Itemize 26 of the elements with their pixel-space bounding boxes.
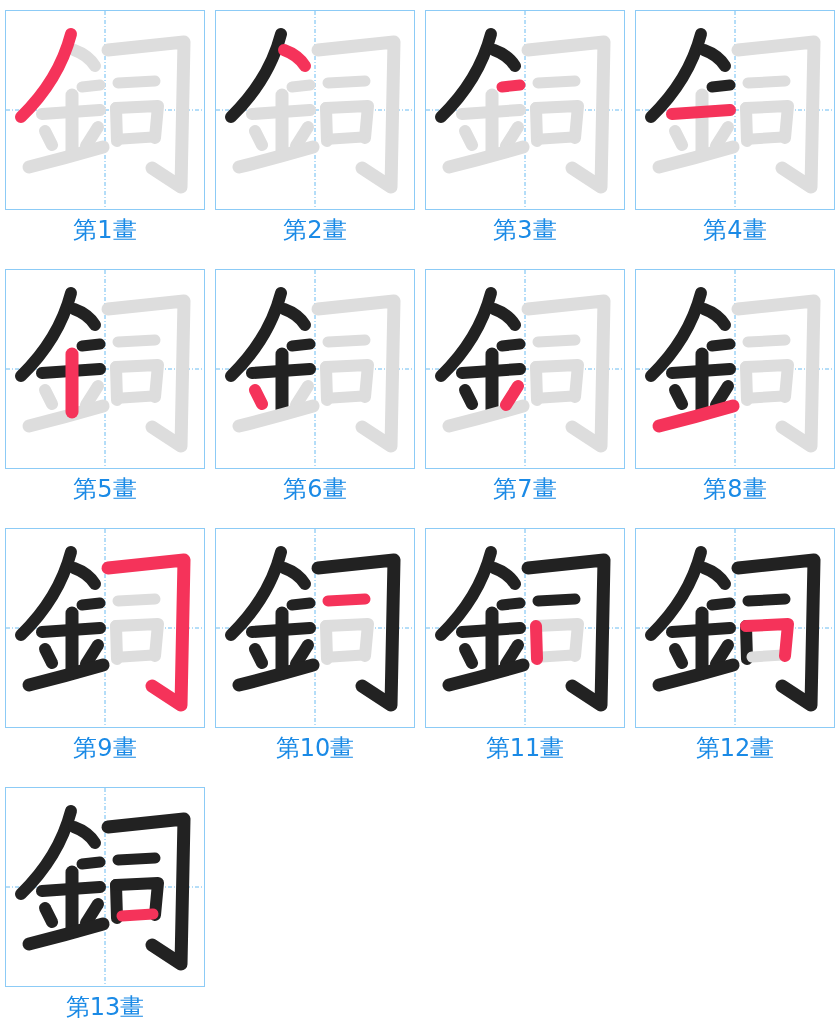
- stroke-number-label: 第7畫: [493, 475, 557, 503]
- stroke-number-label: 第5畫: [73, 475, 137, 503]
- stroke-order-panel: [425, 10, 625, 210]
- stroke-order-panel: [425, 528, 625, 728]
- stroke-order-panel: [215, 10, 415, 210]
- stroke-number-label: 第9畫: [73, 734, 137, 762]
- stroke-number-label: 第8畫: [703, 475, 767, 503]
- stroke-order-panel: [5, 528, 205, 728]
- stroke-order-panel: [425, 269, 625, 469]
- stroke-order-panel: [5, 10, 205, 210]
- stroke-order-panel: [635, 10, 835, 210]
- stroke-order-panel: [215, 528, 415, 728]
- stroke-number-label: 第12畫: [695, 734, 775, 762]
- stroke-number-label: 第11畫: [485, 734, 565, 762]
- stroke-order-panel: [215, 269, 415, 469]
- stroke-number-label: 第2畫: [283, 216, 347, 244]
- stroke-number-label: 第6畫: [283, 475, 347, 503]
- stroke-number-label: 第4畫: [703, 216, 767, 244]
- stroke-order-panel: [635, 528, 835, 728]
- stroke-order-panel: [635, 269, 835, 469]
- stroke-order-panel: [5, 787, 205, 987]
- stroke-number-label: 第10畫: [275, 734, 355, 762]
- stroke-number-label: 第13畫: [65, 993, 145, 1021]
- stroke-number-label: 第3畫: [493, 216, 557, 244]
- stroke-order-panel: [5, 269, 205, 469]
- stroke-number-label: 第1畫: [73, 216, 137, 244]
